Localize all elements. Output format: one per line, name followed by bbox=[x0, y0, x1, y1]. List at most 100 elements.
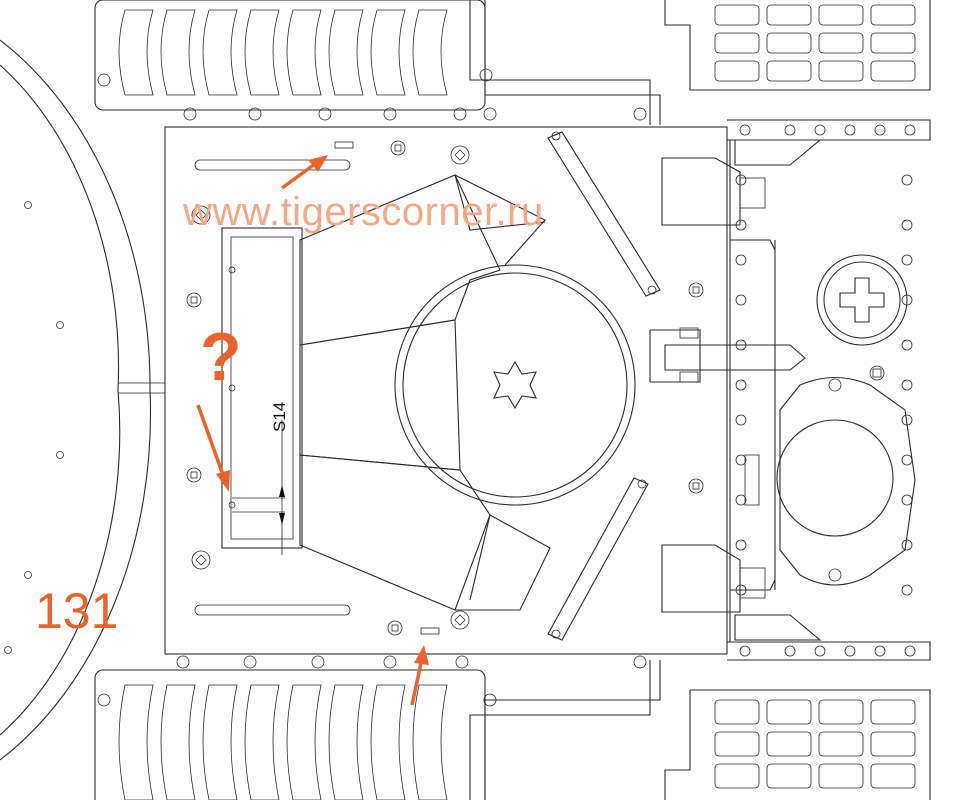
rail-bolt bbox=[735, 414, 747, 426]
rail-bolt bbox=[814, 124, 826, 136]
grille-slat bbox=[370, 684, 406, 800]
right-rails bbox=[727, 119, 931, 661]
top-slot bbox=[194, 159, 351, 171]
grille-slat bbox=[286, 9, 322, 96]
pointer-arrow-left bbox=[196, 404, 230, 492]
rail-bolt bbox=[844, 124, 856, 136]
bolt bbox=[390, 140, 406, 156]
grille-slat bbox=[412, 684, 448, 800]
grille-slat bbox=[244, 9, 280, 96]
grille-slat bbox=[766, 699, 812, 725]
grille-slat bbox=[714, 60, 760, 82]
rail-bolt bbox=[901, 379, 913, 391]
rail-bolt bbox=[739, 645, 751, 657]
grille-slat bbox=[160, 9, 196, 96]
nut bbox=[450, 145, 470, 165]
diagonal-rods bbox=[547, 131, 661, 641]
bottom-small-hole bbox=[420, 627, 440, 635]
rail-bolt bbox=[814, 645, 826, 657]
rail-bolt bbox=[901, 254, 913, 266]
rail-bolt bbox=[901, 174, 913, 186]
bolt bbox=[387, 620, 403, 636]
bolt-head bbox=[692, 482, 700, 490]
deck-plate bbox=[164, 126, 728, 655]
grille-slat bbox=[870, 763, 916, 789]
rail-bolt bbox=[735, 539, 747, 551]
nut bbox=[191, 205, 211, 225]
grille-slat bbox=[870, 699, 916, 725]
rail-bolt bbox=[735, 294, 747, 306]
grille-slat bbox=[818, 763, 864, 789]
grille-slat bbox=[118, 684, 154, 800]
grille-slat bbox=[160, 684, 196, 800]
bolt bbox=[186, 467, 202, 483]
grille-slat bbox=[870, 32, 916, 54]
grille-slat bbox=[118, 9, 154, 96]
grille-slat bbox=[766, 60, 812, 82]
rail-bolt bbox=[735, 339, 747, 351]
bolt bbox=[688, 478, 704, 494]
rail-bolt bbox=[874, 124, 886, 136]
grille-slat bbox=[370, 9, 406, 96]
rail-bolt bbox=[735, 174, 747, 186]
grille-slat bbox=[818, 4, 864, 26]
nut-head bbox=[454, 149, 466, 161]
rail-bolt bbox=[735, 454, 747, 466]
rail-bolt bbox=[874, 645, 886, 657]
rail-bolt bbox=[901, 339, 913, 351]
pointer-arrow-bottom bbox=[410, 645, 429, 706]
watermark: www.tigerscorner.ru bbox=[182, 190, 544, 234]
rail-bolt bbox=[901, 539, 913, 551]
bottom-slot bbox=[194, 604, 351, 616]
rail-bolt bbox=[901, 584, 913, 596]
grille-slat bbox=[818, 699, 864, 725]
grille-slat bbox=[818, 60, 864, 82]
grille-slat bbox=[766, 32, 812, 54]
grille-slat bbox=[714, 4, 760, 26]
step-number: 131 bbox=[35, 583, 118, 639]
dimension-label: S14 bbox=[270, 402, 289, 432]
hinges bbox=[649, 157, 806, 613]
nut bbox=[191, 550, 211, 570]
bolt-head bbox=[391, 624, 399, 632]
nut bbox=[450, 610, 470, 630]
grille-slat bbox=[714, 763, 760, 789]
grille-slat bbox=[818, 32, 864, 54]
bottom-grille bbox=[94, 655, 661, 800]
top-small-hole bbox=[334, 141, 354, 149]
rail-bolt bbox=[904, 645, 916, 657]
grille-slat bbox=[244, 684, 280, 800]
rail-bolt bbox=[784, 124, 796, 136]
grille-slat bbox=[766, 4, 812, 26]
rail-bolt bbox=[735, 379, 747, 391]
grille-slat bbox=[870, 4, 916, 26]
rail-bolt bbox=[784, 645, 796, 657]
rail-bolt bbox=[844, 645, 856, 657]
rail-bolt bbox=[735, 254, 747, 266]
grille-slat bbox=[870, 60, 916, 82]
grille-slat bbox=[714, 731, 760, 757]
filler-cap bbox=[816, 254, 908, 381]
grille-slat bbox=[870, 731, 916, 757]
turret-ring bbox=[0, 39, 165, 761]
deck-fasteners bbox=[186, 140, 704, 636]
bolt bbox=[688, 282, 704, 298]
nut-head bbox=[195, 554, 207, 566]
bolt-head bbox=[190, 296, 198, 304]
grille-slat bbox=[714, 32, 760, 54]
grille-slat bbox=[202, 9, 238, 96]
question-mark: ? bbox=[200, 319, 242, 395]
right-grilles bbox=[664, 0, 931, 800]
grille-slat bbox=[202, 684, 238, 800]
vent-hatch bbox=[744, 377, 916, 586]
nut-head bbox=[195, 209, 207, 221]
bolt-head bbox=[394, 144, 402, 152]
grille-slat bbox=[714, 699, 760, 725]
rail-bolt bbox=[735, 584, 747, 596]
grille-slat bbox=[766, 731, 812, 757]
nut-head bbox=[454, 614, 466, 626]
grille-slat bbox=[328, 9, 364, 96]
grille-slat bbox=[286, 684, 322, 800]
rail-bolt bbox=[901, 219, 913, 231]
